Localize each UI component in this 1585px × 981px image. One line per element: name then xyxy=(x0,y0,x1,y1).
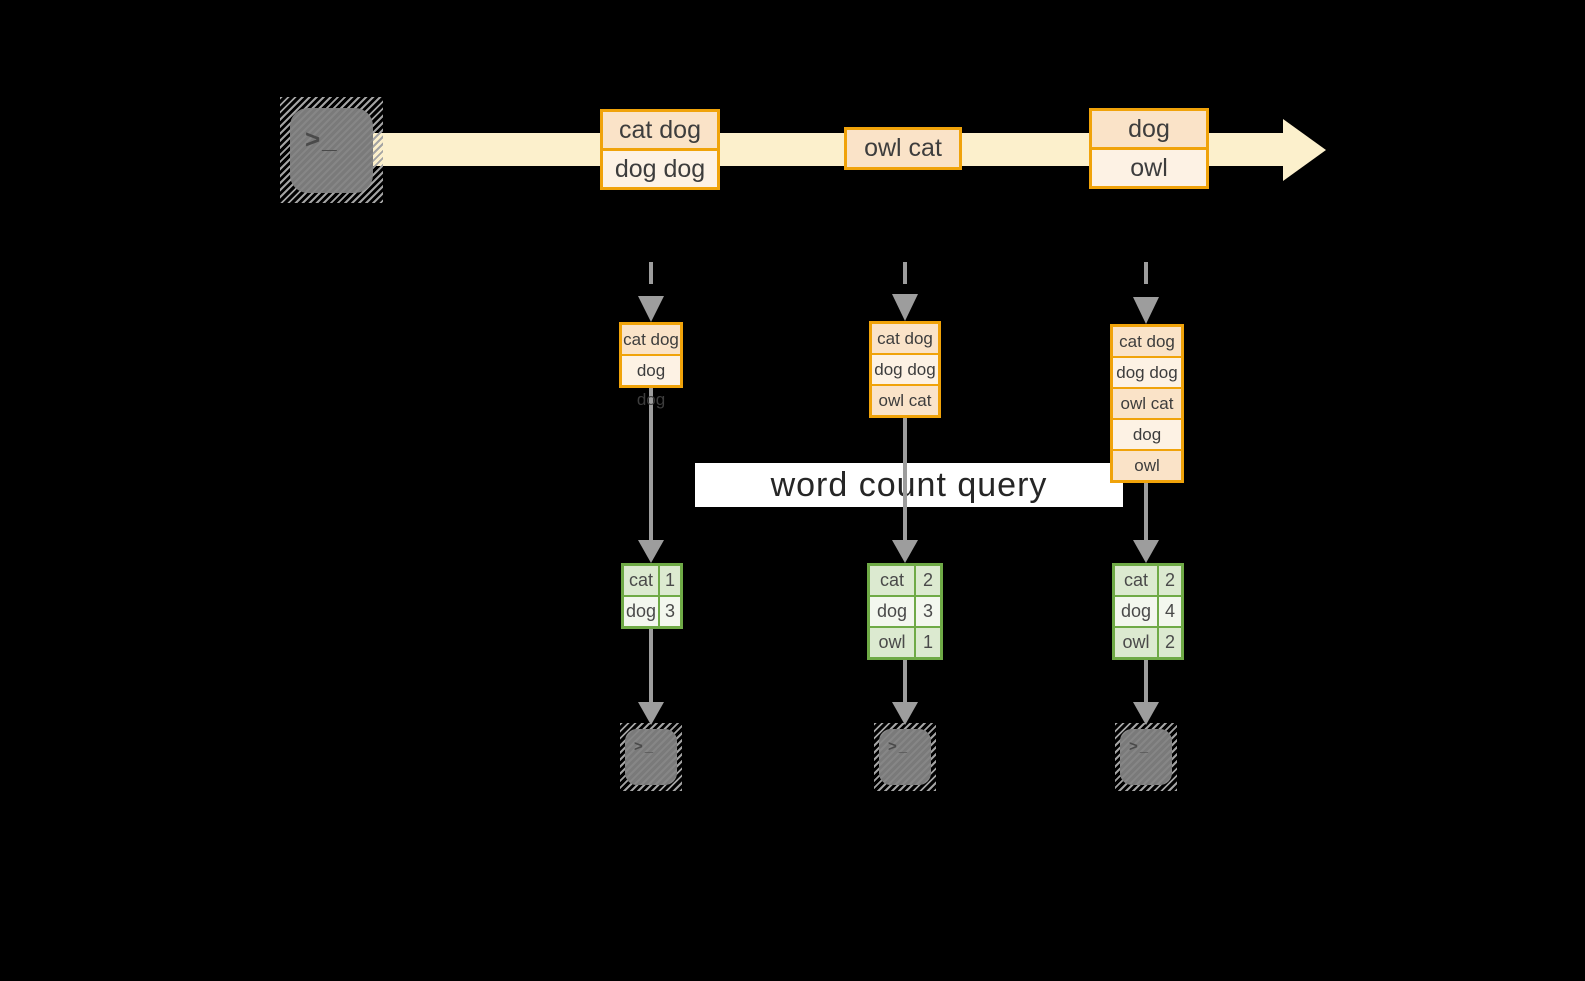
dashed-arrow-head-icon xyxy=(1133,297,1159,324)
terminal-screen: >_ xyxy=(1120,729,1172,785)
output-arrow-line xyxy=(649,629,653,702)
event-text: dog dog xyxy=(603,148,717,187)
count-row: dog 3 xyxy=(624,595,680,626)
terminal-prompt-glyph-icon: >_ xyxy=(305,124,339,154)
count-row: dog 3 xyxy=(870,595,940,626)
count-value: 4 xyxy=(1164,601,1175,621)
query-arrow-head-icon xyxy=(1133,540,1159,563)
output-arrow-head-icon xyxy=(638,702,664,725)
query-arrow-line xyxy=(903,418,907,540)
count-table-1: cat 1 dog 3 xyxy=(621,563,683,629)
query-arrow-head-icon xyxy=(638,540,664,563)
count-value: 1 xyxy=(922,632,933,652)
dashed-arrow-head-icon xyxy=(638,296,664,322)
terminal-prompt-glyph-icon: >_ xyxy=(634,738,656,755)
sink-terminal-icon-3: >_ xyxy=(1115,723,1177,791)
query-arrow-line xyxy=(1144,483,1148,540)
stream-event-batch-3: dog owl xyxy=(1089,108,1209,189)
count-row: dog 4 xyxy=(1115,595,1181,626)
count-row: owl 2 xyxy=(1115,626,1181,657)
terminal-screen: >_ xyxy=(290,108,373,193)
event-text: dog xyxy=(1092,111,1206,147)
dashed-arrow-line xyxy=(1144,262,1148,284)
count-word: dog xyxy=(1115,597,1159,626)
buffer-row: dog dog xyxy=(1113,356,1181,387)
input-buffer-2: cat dog dog dog owl cat xyxy=(869,321,941,418)
query-label: word count query xyxy=(695,463,1123,507)
buffer-row: dog dog xyxy=(872,353,938,384)
output-arrow-line xyxy=(903,660,907,702)
stream-event-batch-1: cat dog dog dog xyxy=(600,109,720,190)
output-arrow-head-icon xyxy=(1133,702,1159,725)
count-word: cat xyxy=(870,566,916,595)
count-table-3: cat 2 dog 4 owl 2 xyxy=(1112,563,1184,660)
count-value: 2 xyxy=(1164,632,1175,652)
buffer-row: cat dog xyxy=(622,325,680,354)
count-value: 3 xyxy=(922,601,933,621)
count-word: owl xyxy=(870,628,916,657)
dashed-arrow-line xyxy=(903,262,907,284)
sink-terminal-icon-1: >_ xyxy=(620,723,682,791)
count-word: dog xyxy=(870,597,916,626)
count-row: owl 1 xyxy=(870,626,940,657)
count-row: cat 2 xyxy=(1115,566,1181,595)
buffer-row: cat dog xyxy=(1113,327,1181,356)
terminal-screen: >_ xyxy=(879,729,931,785)
stream-event-batch-2: owl cat xyxy=(844,127,962,170)
input-buffer-3: cat dog dog dog owl cat dog owl xyxy=(1110,324,1184,483)
buffer-row: owl cat xyxy=(872,384,938,415)
query-arrow-head-icon xyxy=(892,540,918,563)
sink-terminal-icon-2: >_ xyxy=(874,723,936,791)
query-arrow-line xyxy=(649,388,653,540)
terminal-screen: >_ xyxy=(625,729,677,785)
dashed-arrow-head-icon xyxy=(892,294,918,321)
buffer-row: dog xyxy=(1113,418,1181,449)
buffer-row: owl cat xyxy=(1113,387,1181,418)
count-word: cat xyxy=(624,566,660,595)
buffer-row: cat dog xyxy=(872,324,938,353)
output-arrow-head-icon xyxy=(892,702,918,725)
buffer-row: dog dog xyxy=(622,354,680,409)
event-text: cat dog xyxy=(603,112,717,148)
buffer-row: owl xyxy=(1113,449,1181,480)
count-value: 2 xyxy=(922,570,933,590)
count-value: 3 xyxy=(664,601,675,621)
count-row: cat 2 xyxy=(870,566,940,595)
event-text: owl cat xyxy=(847,130,959,167)
source-terminal-icon: >_ xyxy=(280,97,383,203)
count-table-2: cat 2 dog 3 owl 1 xyxy=(867,563,943,660)
input-buffer-1: cat dog dog dog xyxy=(619,322,683,409)
event-text: owl xyxy=(1092,147,1206,186)
count-word: dog xyxy=(624,597,660,626)
count-value: 2 xyxy=(1164,570,1175,590)
terminal-prompt-glyph-icon: >_ xyxy=(1129,738,1151,755)
terminal-prompt-glyph-icon: >_ xyxy=(888,738,910,755)
count-value: 1 xyxy=(664,570,675,590)
output-arrow-line xyxy=(1144,660,1148,702)
count-word: cat xyxy=(1115,566,1159,595)
dashed-arrow-line xyxy=(649,262,653,284)
count-word: owl xyxy=(1115,628,1159,657)
count-row: cat 1 xyxy=(624,566,680,595)
stream-timeline-arrowhead-icon xyxy=(1283,119,1326,181)
